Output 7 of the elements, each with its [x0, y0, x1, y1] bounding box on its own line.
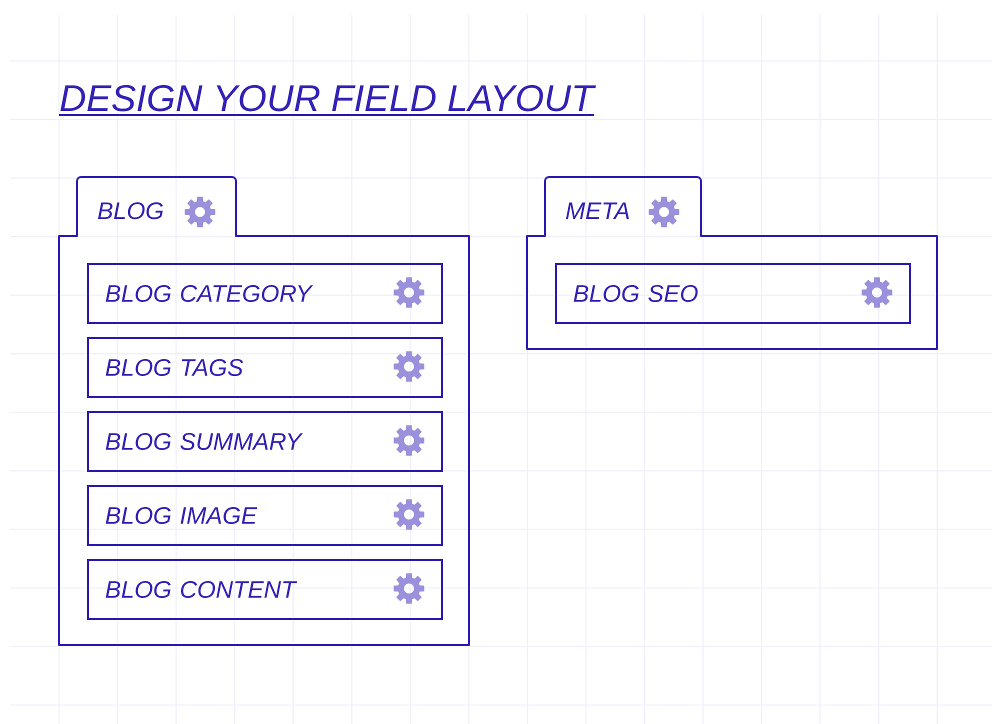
field-box: BLOG TAGS — [87, 337, 443, 398]
field-box: BLOG CONTENT — [87, 559, 443, 620]
field-box: BLOG IMAGE — [87, 485, 443, 546]
field-box: BLOG SEO — [555, 263, 911, 324]
field-box: BLOG CATEGORY — [87, 263, 443, 324]
field-box: BLOG SUMMARY — [87, 411, 443, 472]
title: DESIGN YOUR FIELD LAYOUT — [59, 84, 596, 116]
